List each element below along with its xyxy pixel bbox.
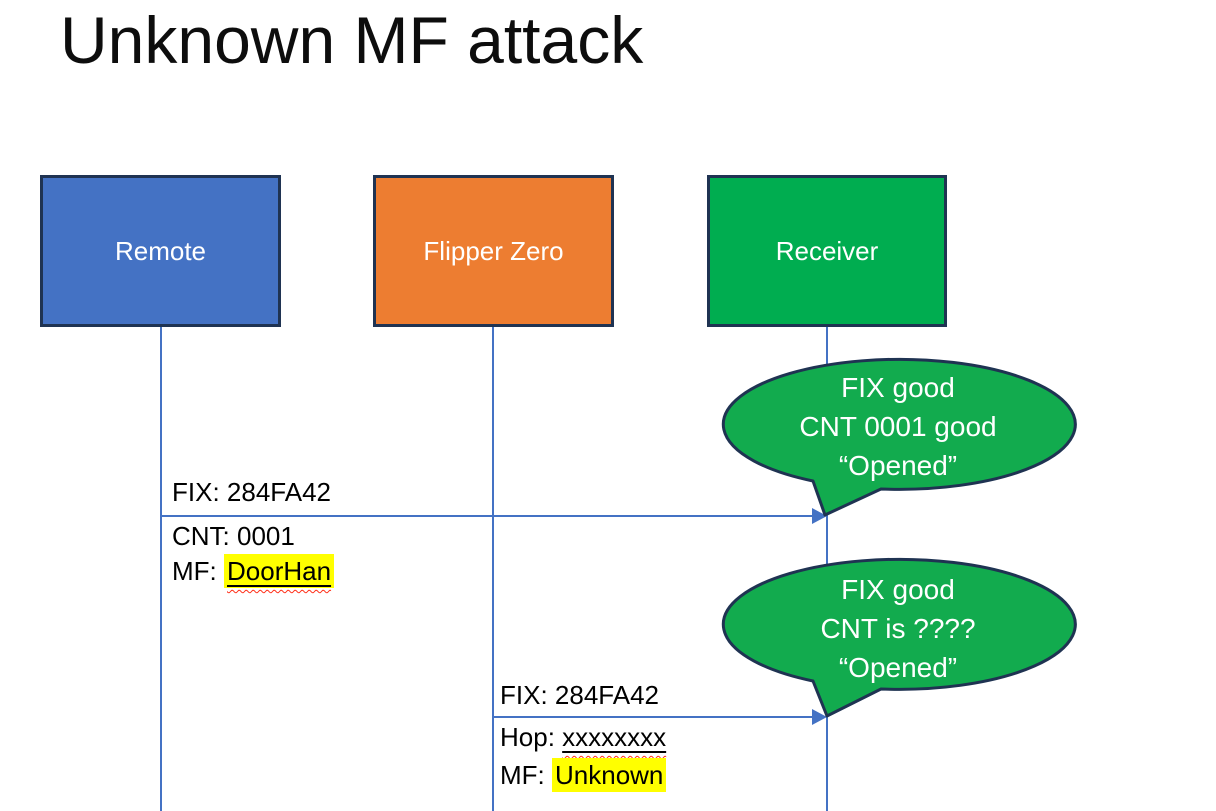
message1-mf-value: DoorHan bbox=[227, 556, 332, 586]
actor-box-remote: Remote bbox=[40, 175, 281, 327]
message1-cnt-label: CNT: 0001 bbox=[172, 521, 295, 551]
bubble2-line2: CNT is ???? bbox=[820, 613, 976, 644]
message2-mf-value: Unknown bbox=[555, 760, 664, 790]
bubble2-line3: “Opened” bbox=[838, 652, 958, 683]
message-arrow-flipper-to-receiver bbox=[492, 709, 827, 725]
message2-mf-prefix: MF: bbox=[500, 760, 552, 790]
message2-mf-highlight: Unknown bbox=[552, 758, 667, 792]
message2-hop-label: Hop: xxxxxxxx bbox=[500, 722, 666, 753]
speech-bubble-receiver-2 bbox=[721, 557, 1077, 718]
message1-mf-prefix: MF: bbox=[172, 556, 224, 586]
flipper-lifeline bbox=[492, 327, 494, 811]
arrowhead-icon bbox=[812, 709, 827, 725]
speech-bubble-2-text: FIX good CNT is ???? “Opened” bbox=[733, 570, 1063, 687]
message2-hop-value: xxxxxxxx bbox=[562, 722, 667, 752]
speech-bubble-1-text: FIX good CNT 0001 good “Opened” bbox=[733, 368, 1063, 485]
message1-fix-label: FIX: 284FA42 bbox=[172, 477, 331, 507]
actor-receiver-label: Receiver bbox=[775, 235, 879, 266]
message2-hop-prefix: Hop: bbox=[500, 722, 563, 752]
bubble1-line2: CNT 0001 good bbox=[799, 411, 997, 442]
speech-bubble-receiver-1 bbox=[721, 357, 1077, 517]
remote-lifeline bbox=[160, 327, 162, 811]
bubble1-line3: “Opened” bbox=[838, 450, 958, 481]
bubble2-line1: FIX good bbox=[841, 574, 955, 605]
message2-mf-label: MF: Unknown bbox=[500, 758, 667, 792]
actor-flipper-label: Flipper Zero bbox=[423, 235, 564, 266]
message1-mf-label: MF: DoorHan bbox=[172, 554, 335, 588]
actor-box-flipper-zero: Flipper Zero bbox=[373, 175, 614, 327]
bubble1-line1: FIX good bbox=[841, 372, 955, 403]
slide-title: Unknown MF attack bbox=[60, 3, 644, 77]
actor-box-receiver: Receiver bbox=[707, 175, 947, 327]
actor-remote-label: Remote bbox=[114, 235, 207, 266]
message2-fix-label: FIX: 284FA42 bbox=[500, 680, 659, 710]
message1-mf-highlight: DoorHan bbox=[224, 554, 335, 588]
